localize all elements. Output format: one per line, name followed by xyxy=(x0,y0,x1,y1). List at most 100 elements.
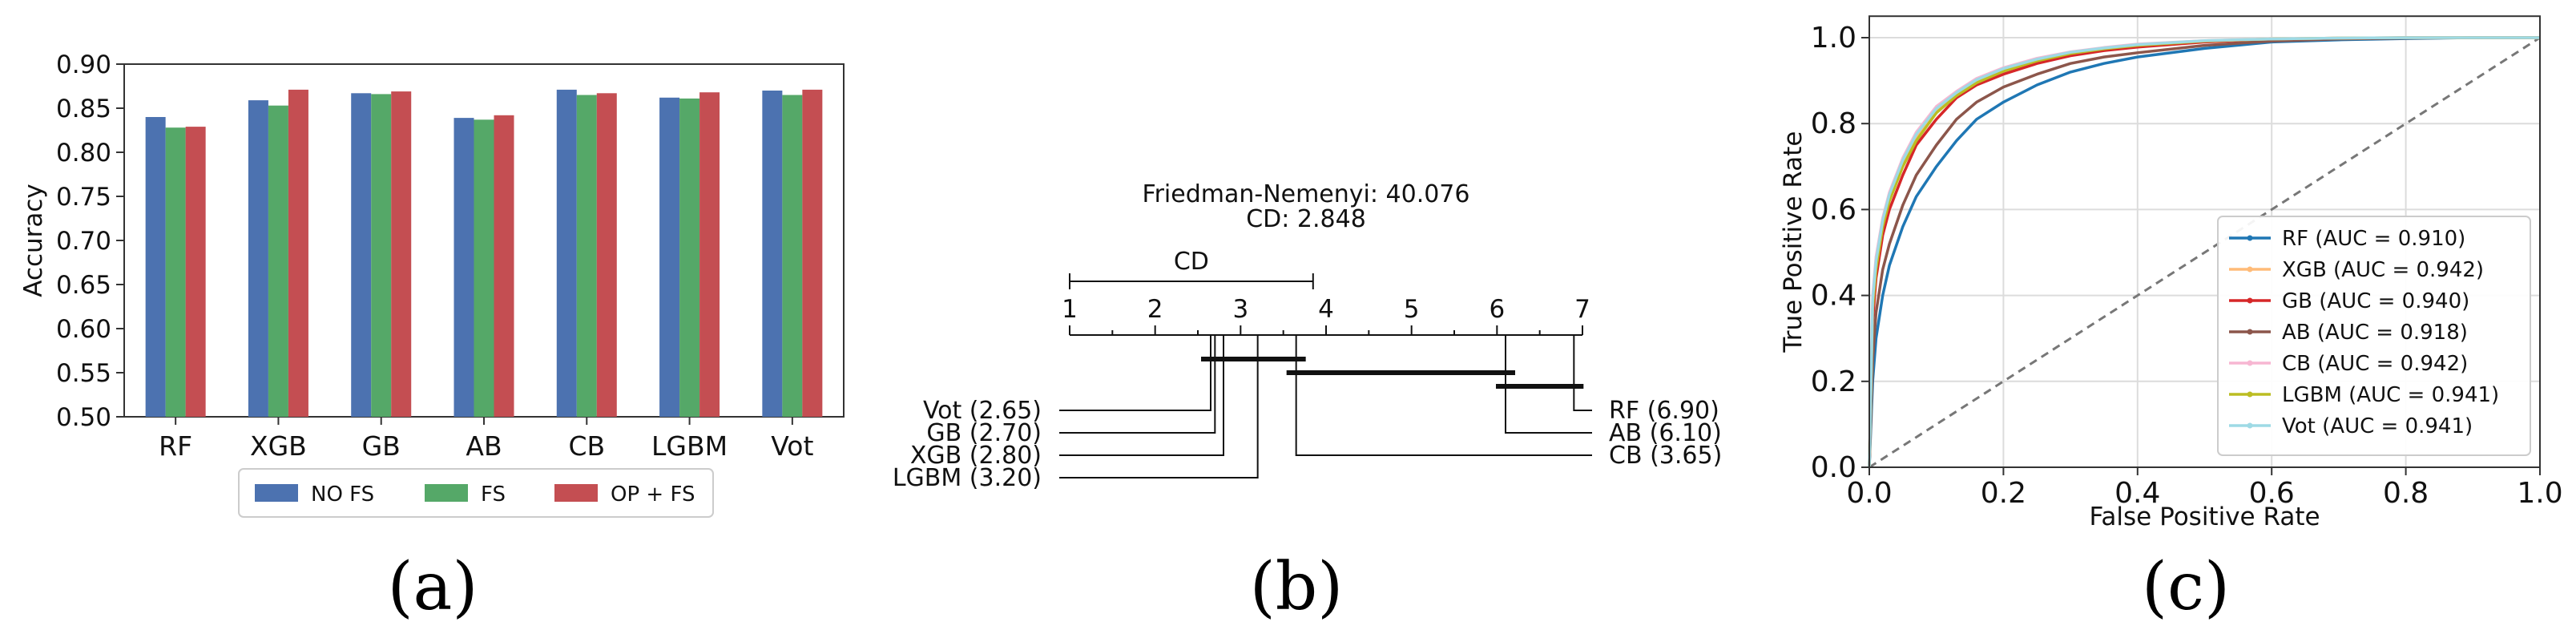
bar xyxy=(576,95,597,417)
legend-marker xyxy=(2247,329,2253,335)
model-rank-label: AB (6.10) xyxy=(1609,419,1722,447)
rank-tick-label: 7 xyxy=(1574,295,1590,324)
legend-label: OP + FS xyxy=(611,483,695,507)
y-tick-label: 0.90 xyxy=(56,50,111,79)
bar xyxy=(659,97,680,418)
rank-connector xyxy=(1059,335,1224,456)
rank-connector xyxy=(1059,335,1216,434)
rank-connector xyxy=(1505,335,1592,434)
legend-label: NO FS xyxy=(311,483,374,507)
legend-swatch xyxy=(554,484,598,502)
bar xyxy=(802,89,823,418)
legend-marker xyxy=(2247,360,2253,366)
rank-connector xyxy=(1573,335,1592,411)
x-tick-label: XGB xyxy=(250,430,307,462)
cd-title-line2: CD: 2.848 xyxy=(1246,205,1366,233)
legend-swatch xyxy=(425,484,468,502)
model-rank-label: XGB (2.80) xyxy=(910,442,1042,470)
bar xyxy=(288,89,308,418)
legend-label: GB (AUC = 0.940) xyxy=(2282,289,2469,313)
legend-label: XGB (AUC = 0.942) xyxy=(2282,258,2484,282)
legend-label: AB (AUC = 0.918) xyxy=(2282,321,2468,345)
rank-connector xyxy=(1059,335,1259,478)
bar xyxy=(391,91,412,417)
rank-tick-label: 4 xyxy=(1318,295,1334,324)
x-tick-label: 1.0 xyxy=(2517,477,2562,510)
y-tick-label: 0.65 xyxy=(56,271,111,300)
bar xyxy=(556,89,577,418)
bar xyxy=(268,105,288,417)
y-tick-label: 0.6 xyxy=(1811,193,1856,226)
y-tick-label: 0.85 xyxy=(56,95,111,123)
y-tick-label: 0.60 xyxy=(56,315,111,344)
rank-connector xyxy=(1059,335,1211,411)
model-rank-label: CB (3.65) xyxy=(1609,442,1722,470)
x-tick-label: AB xyxy=(466,430,502,462)
rank-tick-label: 5 xyxy=(1404,295,1420,324)
y-tick-label: 0.50 xyxy=(56,403,111,432)
y-tick-label: 0.2 xyxy=(1811,365,1856,398)
legend-box xyxy=(2217,216,2531,456)
panel-label-b: (b) xyxy=(1250,549,1343,625)
model-rank-label: Vot (2.65) xyxy=(923,397,1042,425)
bar xyxy=(699,92,720,417)
roc-curve-chart: 0.0 0.2 0.4 0.6 0.8 1.0 0.0 0.2 0.4 0.6 0.8 1.0Fals… xyxy=(1779,15,2563,531)
bar xyxy=(145,117,166,417)
bar xyxy=(351,93,372,418)
bar xyxy=(782,95,803,417)
chance-diagonal xyxy=(1869,36,2541,469)
bar xyxy=(248,100,268,417)
bar xyxy=(454,118,474,417)
x-axis-label: False Positive Rate xyxy=(2089,503,2320,531)
y-axis-label: True Positive Rate xyxy=(1779,131,1808,353)
legend-label: Vot (AUC = 0.941) xyxy=(2282,414,2473,438)
legend-marker xyxy=(2247,391,2253,398)
legend-label: LGBM (AUC = 0.941) xyxy=(2282,383,2499,407)
plot-frame xyxy=(1869,15,2541,468)
cd-label: CD xyxy=(1174,248,1209,276)
y-tick-label: 0.80 xyxy=(56,139,111,168)
rank-connector xyxy=(1295,335,1592,456)
legend-label: FS xyxy=(481,483,506,507)
x-tick-label: LGBM xyxy=(651,430,728,462)
y-tick-label: 0.4 xyxy=(1811,280,1856,313)
rank-tick-label: 6 xyxy=(1489,295,1505,324)
bar xyxy=(185,127,206,417)
bar xyxy=(165,127,186,417)
x-tick-label: Vot xyxy=(771,430,813,462)
bar xyxy=(474,119,494,418)
legend-label: RF (AUC = 0.910) xyxy=(2282,227,2465,251)
y-tick-label: 0.70 xyxy=(56,227,111,256)
x-tick-label: 0.0 xyxy=(1846,477,1892,510)
x-tick-label: CB xyxy=(568,430,605,462)
y-tick-label: 0.8 xyxy=(1811,107,1856,140)
bar xyxy=(762,91,783,417)
accuracy-bar-chart: 0.50 0.55 0.60 0.65 0.70 0.75 0.80 0.85 0.90Accu… xyxy=(19,50,845,518)
legend-marker xyxy=(2247,297,2253,304)
legend-swatch xyxy=(255,484,298,502)
legend-box xyxy=(238,468,714,518)
bar xyxy=(596,93,617,418)
bar xyxy=(494,115,514,418)
y-axis-label: Accuracy xyxy=(19,184,48,297)
legend-marker xyxy=(2247,235,2253,241)
rank-tick-label: 3 xyxy=(1232,295,1248,324)
y-tick-label: 0.0 xyxy=(1811,451,1856,484)
x-tick-label: GB xyxy=(362,430,401,462)
x-tick-label: 0.8 xyxy=(2383,477,2429,510)
bar xyxy=(679,98,700,418)
x-tick-label: 0.2 xyxy=(1981,477,2026,510)
bar xyxy=(371,94,392,418)
rank-tick-label: 1 xyxy=(1062,295,1078,324)
model-rank-label: RF (6.90) xyxy=(1609,397,1719,425)
x-tick-label: 0.6 xyxy=(2249,477,2295,510)
y-tick-label: 0.55 xyxy=(56,359,111,388)
model-rank-label: LGBM (3.20) xyxy=(893,464,1042,492)
legend-marker xyxy=(2247,266,2253,273)
x-tick-label: 0.4 xyxy=(2114,477,2160,510)
cd-title-line1: Friedman-Nemenyi: 40.076 xyxy=(1143,180,1470,208)
y-tick-label: 0.75 xyxy=(56,183,111,212)
y-tick-label: 1.0 xyxy=(1811,22,1856,55)
